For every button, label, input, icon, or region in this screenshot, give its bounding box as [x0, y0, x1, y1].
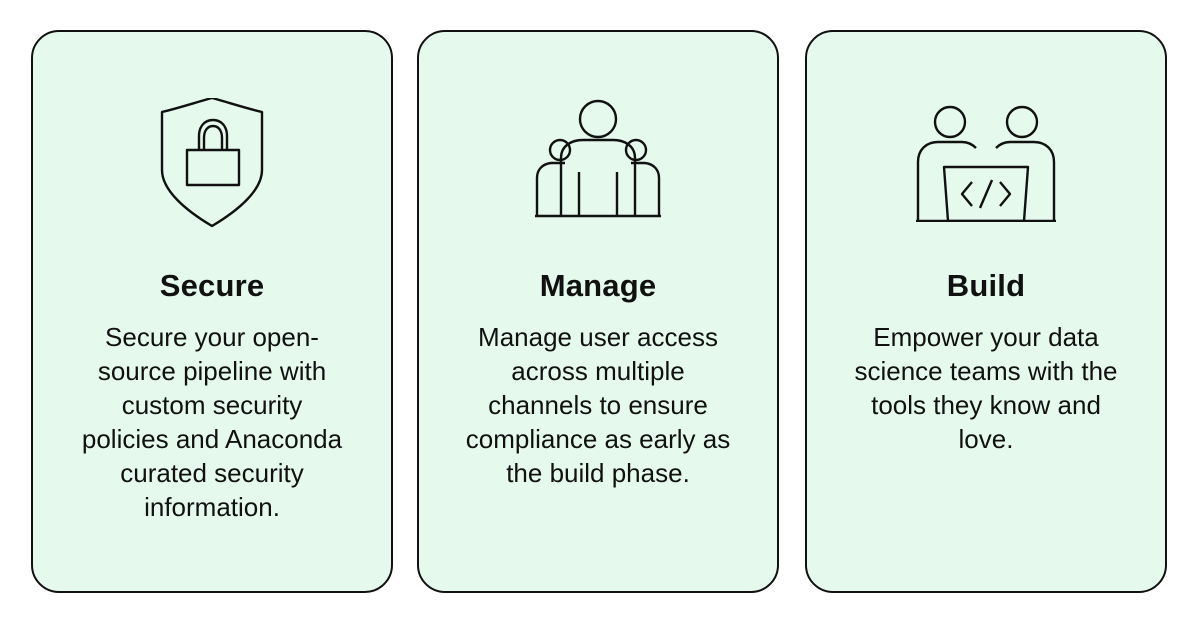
- card-description: Empower your data science teams with the…: [854, 322, 1118, 454]
- card-title: Manage: [539, 268, 657, 303]
- card-description: Secure your open-source pipeline with cu…: [81, 322, 343, 522]
- card-manage: Manage Manage user access across multipl…: [417, 30, 779, 593]
- card-title: Secure: [159, 268, 265, 303]
- team-code-icon: [807, 98, 1165, 228]
- card-title: Build: [946, 268, 1026, 303]
- card-build: Build Empower your data science teams wi…: [805, 30, 1167, 593]
- users-group-icon: [419, 98, 777, 228]
- shield-lock-icon: [33, 98, 391, 228]
- card-secure: Secure Secure your open-source pipeline …: [31, 30, 393, 593]
- card-description: Manage user access across multiple chann…: [465, 322, 731, 488]
